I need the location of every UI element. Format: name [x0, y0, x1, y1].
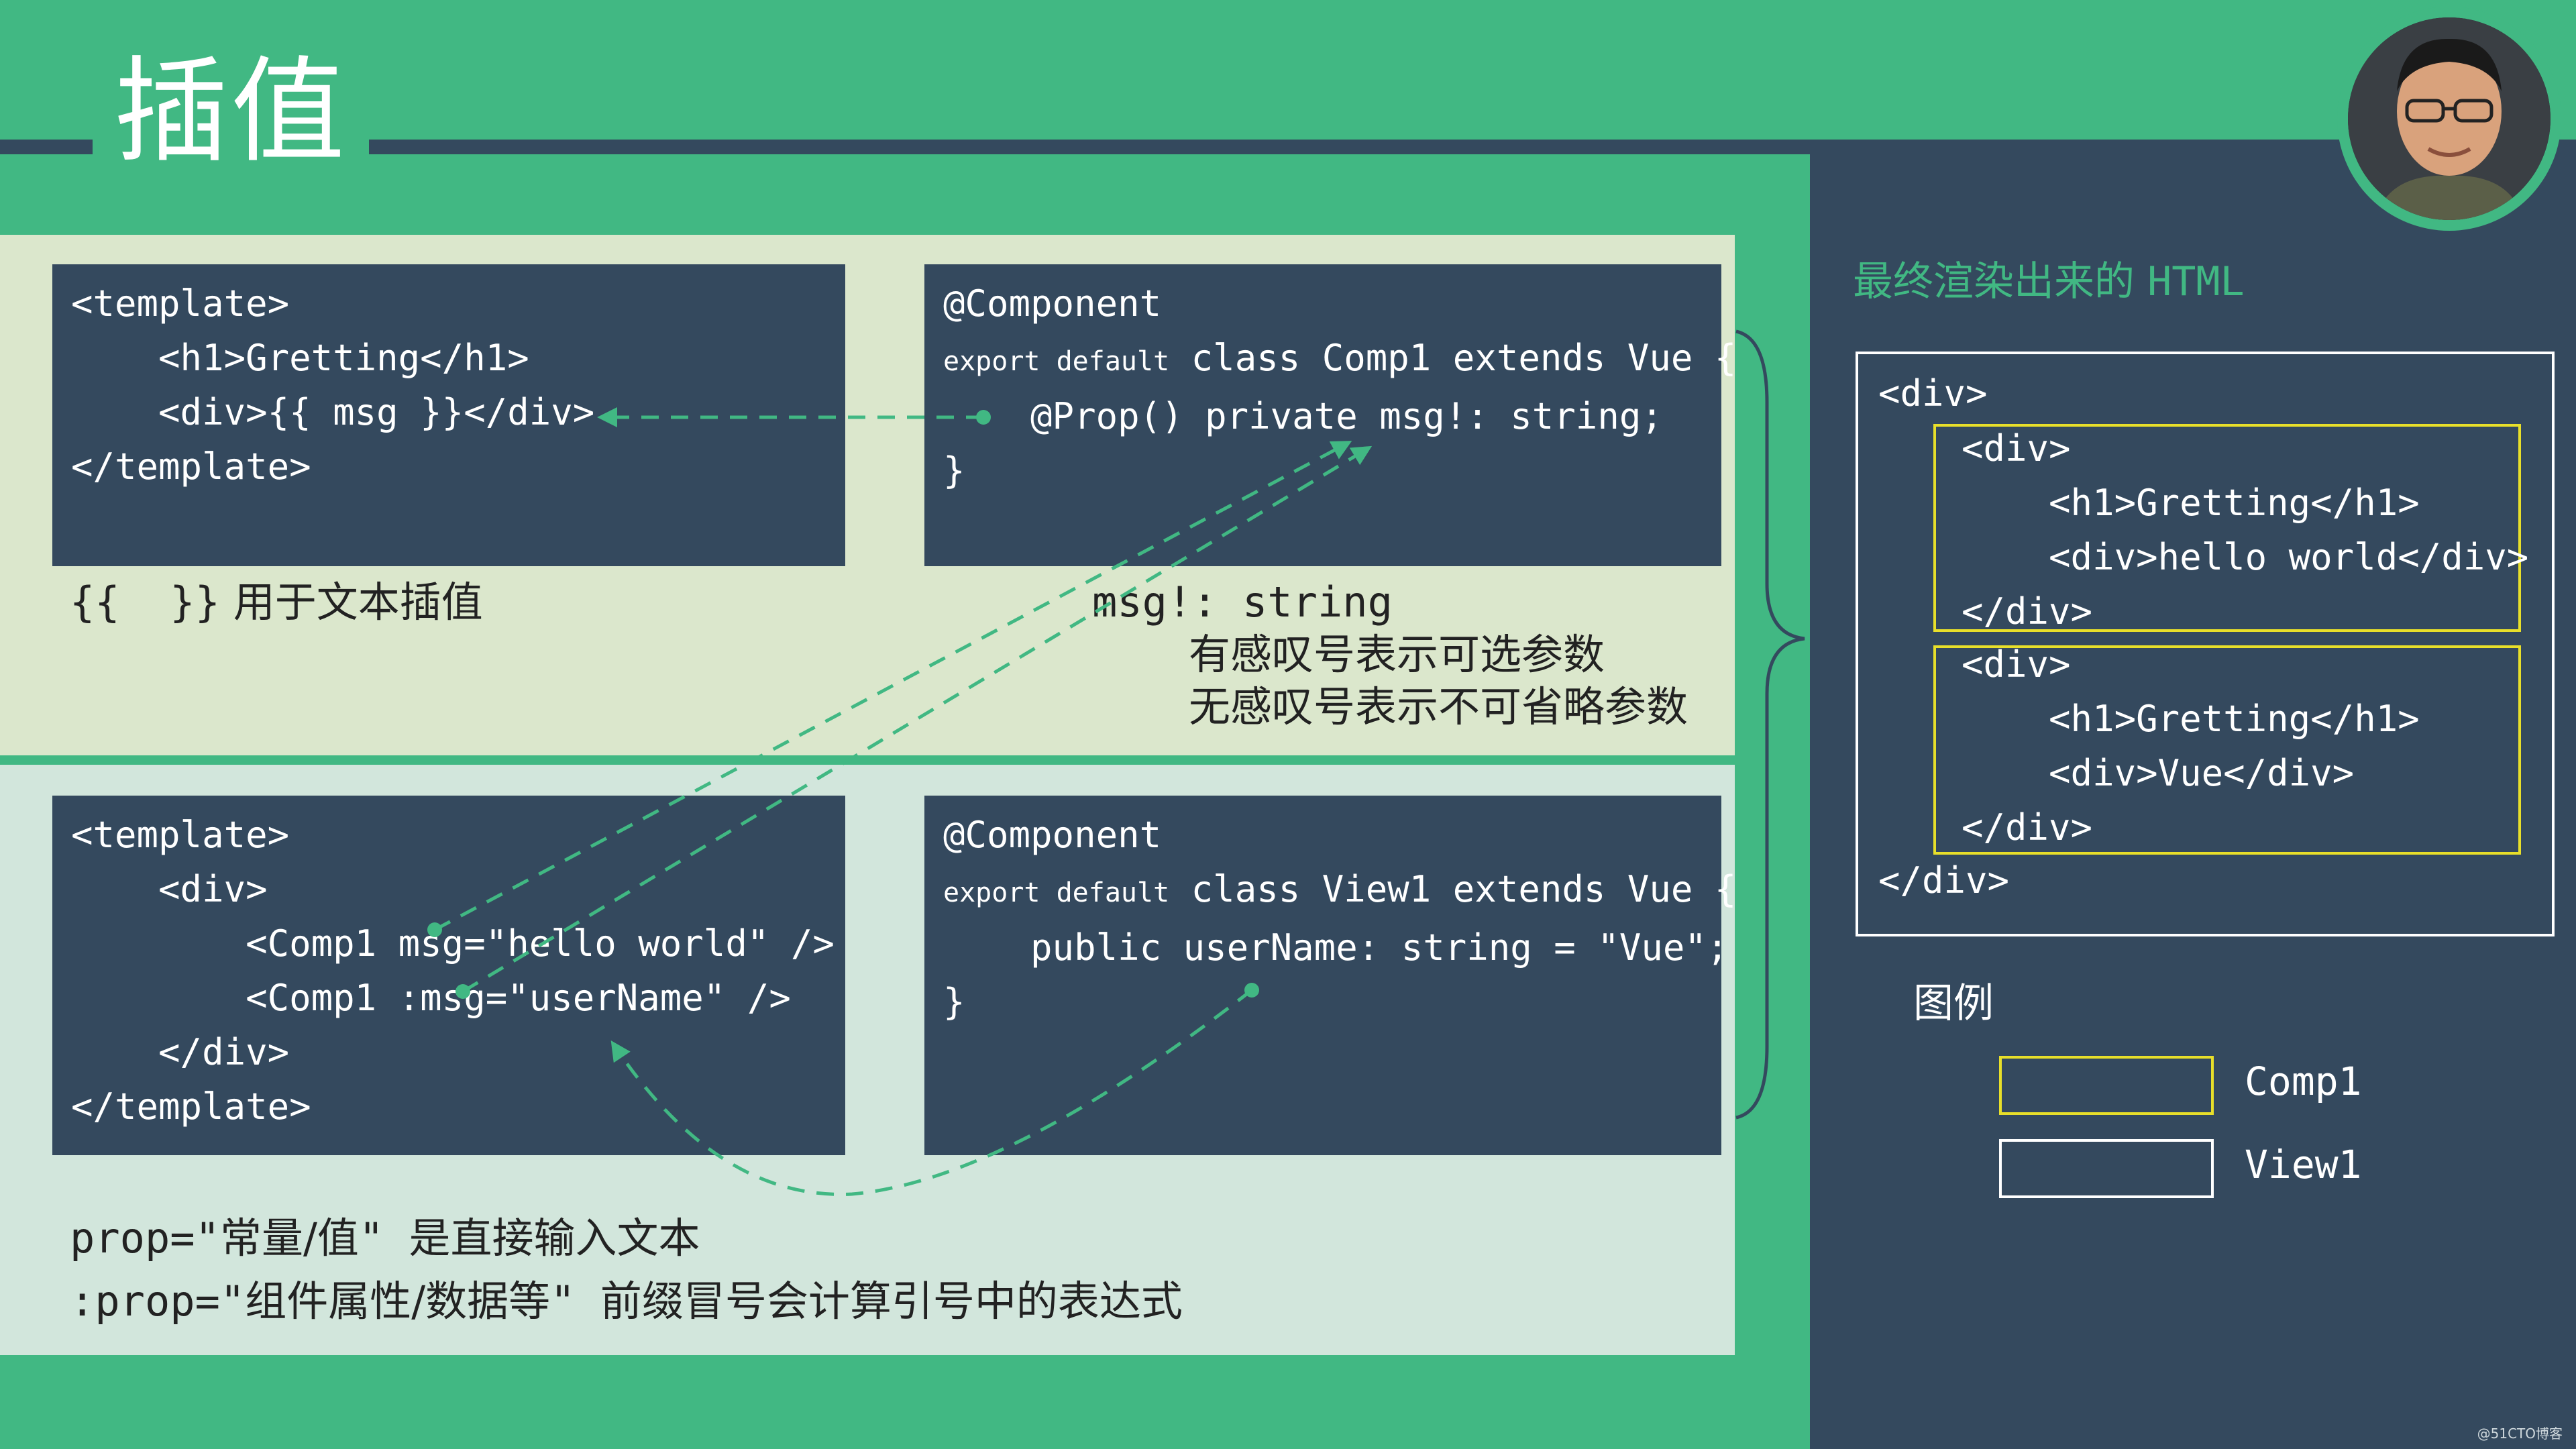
heading-cn: 最终渲染出来的 — [1853, 258, 2135, 305]
code-line: </template> — [71, 445, 311, 488]
prop-code: prop=" — [70, 1214, 220, 1263]
bound-prop-explain: 前缀冒号会计算引号中的表达式 — [600, 1277, 1183, 1326]
prop-quote: " — [358, 1214, 409, 1263]
rendered-html-heading: 最终渲染出来的 HTML — [1853, 255, 2245, 309]
comp1-template-code: <template> <h1>Gretting</h1> <div>{{ msg… — [52, 264, 845, 566]
view1-template-code: <template> <div> <Comp1 msg="hello world… — [52, 796, 845, 1155]
bound-prop-arrow — [455, 445, 1373, 999]
msg-note-title: msg!: string — [1092, 578, 1393, 627]
comp1-render-box-1 — [1933, 424, 2521, 632]
prop-note-line1: prop="常量/值" 是直接输入文本 — [70, 1212, 700, 1265]
comp1-render-box-2 — [1933, 645, 2521, 855]
username-to-binding-arrow — [610, 983, 1259, 1196]
outer-div-open: <div> — [1878, 372, 1988, 415]
class-declaration: class View1 extends Vue { — [1169, 868, 1737, 910]
class-decl-line: export default class View1 extends Vue { — [943, 862, 1736, 920]
decorator-line: @Component — [943, 282, 1162, 325]
close-brace: } — [943, 449, 965, 492]
interpolation-text: 用于文本插值 — [233, 578, 483, 627]
legend-label-comp1: Comp1 — [2245, 1059, 2362, 1104]
prop-explain: 是直接输入文本 — [409, 1214, 700, 1263]
code-line: <template> — [71, 814, 290, 856]
comp1-render-1-code: <div> <h1>Gretting</h1> <div>hello world… — [1962, 427, 2529, 633]
class-decl-line: export default class Comp1 extends Vue { — [943, 331, 1736, 389]
prop-note-line2: :prop="组件属性/数据等" 前缀冒号会计算引号中的表达式 — [70, 1275, 1183, 1328]
title-rule — [0, 140, 2576, 154]
code-line: <template> — [71, 282, 290, 325]
watermark-credit: @51CTO博客 — [2477, 1426, 2563, 1442]
code-line: <div>{{ msg }}</div> — [71, 391, 595, 433]
bound-prop-code: :prop=" — [70, 1277, 246, 1326]
view1-class-code: @Component export default class View1 ext… — [924, 796, 1736, 1155]
comp1-class-code: @Component export default class Comp1 ext… — [924, 264, 1736, 566]
rendered-html-panel — [1810, 154, 2576, 1449]
mustache-braces: {{ }} — [70, 578, 220, 627]
export-keyword: export default — [943, 346, 1170, 377]
outer-div-close: </div> — [1878, 859, 2010, 902]
msg-note-line1: 有感叹号表示可选参数 — [1189, 630, 1605, 679]
view1-render-box — [1856, 352, 2555, 936]
comp1-render-2-code: <div> <h1>Gretting</h1> <div>Vue</div></… — [1962, 643, 2420, 849]
code-line: <Comp1 :msg="userName" /> — [71, 977, 791, 1019]
class-declaration: class Comp1 extends Vue { — [1169, 337, 1737, 379]
slide-title: 插值 — [93, 42, 370, 182]
decorator-line: @Component — [943, 814, 1162, 856]
literal-prop-arrow — [427, 441, 1352, 937]
bound-prop-quote: " — [550, 1277, 600, 1326]
prop-value-kind: 常量/值 — [219, 1214, 359, 1263]
legend-title: 图例 — [1913, 980, 1994, 1027]
prop-to-template-arrow — [597, 407, 991, 427]
presenter-avatar — [2348, 17, 2551, 220]
heading-en: HTML — [2147, 258, 2245, 305]
msg-note-line2: 无感叹号表示不可省略参数 — [1189, 682, 1688, 731]
code-line: <h1>Gretting</h1> — [71, 337, 529, 379]
legend-swatch-comp1 — [1999, 1056, 2214, 1115]
code-line: <div> — [71, 868, 268, 910]
bound-prop-kind: 组件属性/数据等 — [245, 1277, 551, 1326]
curly-brace — [1735, 329, 1805, 1120]
legend-label-view1: View1 — [2245, 1142, 2362, 1187]
close-brace: } — [943, 981, 965, 1023]
interpolation-note: {{ }} 用于文本插值 — [70, 576, 483, 629]
export-keyword: export default — [943, 877, 1170, 908]
code-line: </div> — [71, 1031, 290, 1073]
code-line: </template> — [71, 1085, 311, 1128]
prop-line: @Prop() private msg!: string; — [943, 395, 1663, 437]
legend-swatch-view1 — [1999, 1139, 2214, 1198]
